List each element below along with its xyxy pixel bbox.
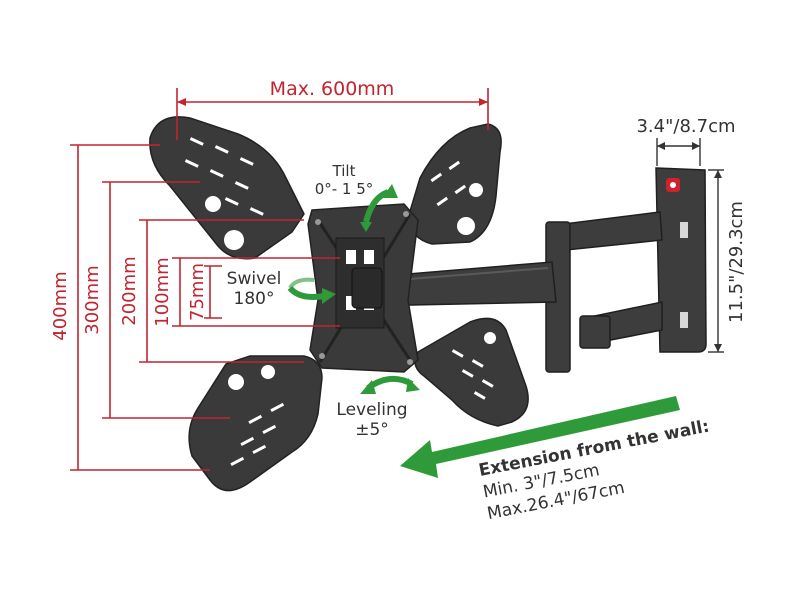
tilt-title: Tilt xyxy=(332,162,356,180)
height-400-label: 400mm xyxy=(50,271,71,340)
height-75-label: 75mm xyxy=(187,263,208,321)
tilt-arrow-icon xyxy=(360,184,398,232)
wall-plate-width-label: 3.4"/8.7cm xyxy=(636,116,735,137)
swivel-value: 180° xyxy=(234,289,275,309)
tilt-value: 0°- 1 5° xyxy=(315,180,374,198)
wall-plate-dimensions xyxy=(656,138,724,353)
height-200-label: 200mm xyxy=(119,256,140,325)
leveling-title: Leveling xyxy=(336,400,407,420)
vesa-dimensions xyxy=(70,88,489,471)
leveling-arrow-icon xyxy=(360,375,420,394)
swivel-title: Swivel xyxy=(227,269,282,289)
wall-plate-height-label: 11.5"/29.3cm xyxy=(726,201,747,323)
max-width-label: Max. 600mm xyxy=(270,78,395,100)
height-300-label: 300mm xyxy=(82,265,103,334)
tv-bracket xyxy=(149,116,529,492)
extension-arrow-icon xyxy=(400,396,680,478)
height-100-label: 100mm xyxy=(152,257,173,326)
wall-plate xyxy=(655,167,707,353)
swivel-arrow-icon xyxy=(287,277,336,304)
leveling-value: ±5° xyxy=(355,420,389,440)
